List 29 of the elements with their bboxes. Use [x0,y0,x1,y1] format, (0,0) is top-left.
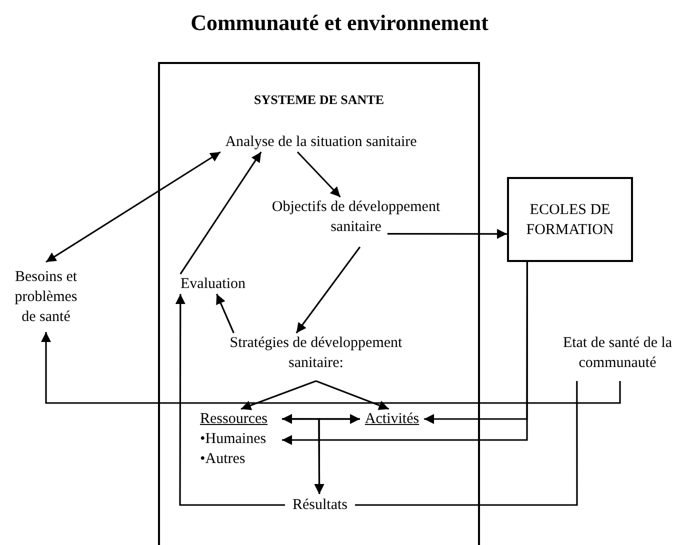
arrow [387,228,507,239]
node-label: Activités [364,410,420,429]
arrow [282,414,360,424]
node-label: Objectifs de développement sanitaire [270,198,442,237]
node-label: Stratégies de développement sanitaire: [228,334,404,373]
box-label: ECOLES DE FORMATION [525,200,615,240]
node-label: Evaluation [180,275,246,294]
node-label: Ressources [200,410,268,429]
process-box [507,177,633,262]
arrow [41,332,621,404]
arrow [296,246,361,334]
system-frame [158,62,480,545]
arrow [296,151,341,198]
arrow [316,380,390,410]
node-label: Résultats [292,496,348,515]
node-label: •Autres [200,450,246,469]
arrow [282,262,528,445]
arrow [216,294,234,334]
node-label: Etat de santé de la communauté [562,334,674,373]
frame-heading: SYSTEME DE SANTE [254,91,384,109]
arrow [180,152,262,274]
node-label: •Humaines [200,430,266,449]
node-label: Analyse de la situation sanitaire [225,133,417,152]
arrow [46,151,221,263]
node-label: Besoins et problèmes de santé [14,268,78,327]
arrow [175,294,285,506]
arrow [240,380,316,410]
arrow [314,418,360,494]
diagram-title: Communauté et environnement [190,10,490,36]
